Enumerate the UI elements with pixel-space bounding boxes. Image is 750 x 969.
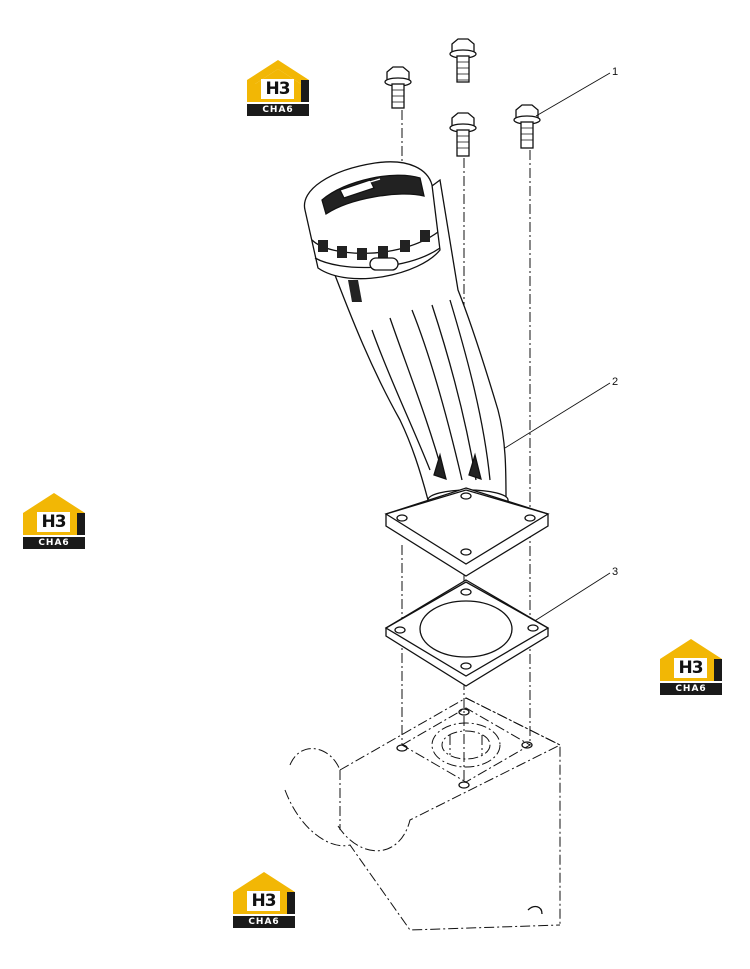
logo-mark: H3: [247, 891, 280, 911]
logo-mark: H3: [674, 658, 707, 678]
logo-mark: H3: [261, 79, 294, 99]
logo-subtext: CHA6: [23, 537, 85, 549]
watermark-logo: H3 CHA6: [23, 493, 85, 553]
leader-lines: [504, 72, 611, 623]
watermark-logo: H3 CHA6: [233, 872, 295, 932]
callout-2: 2: [612, 376, 619, 388]
bolt: [513, 104, 541, 149]
joystick-handle: [303, 161, 509, 542]
logo-subtext: CHA6: [660, 683, 722, 695]
gasket: [384, 579, 550, 687]
bracket-holes: [396, 708, 543, 915]
watermark-logo: H3 CHA6: [660, 639, 722, 699]
callout-1: 1: [612, 66, 619, 78]
bolt: [384, 66, 412, 109]
callout-3: 3: [612, 566, 619, 578]
logo-subtext: CHA6: [247, 104, 309, 116]
bolt: [449, 112, 477, 157]
logo-mark: H3: [37, 512, 70, 532]
mounting-flange: [384, 487, 550, 577]
watermark-logo: H3 CHA6: [247, 60, 309, 120]
bolt: [449, 38, 477, 83]
base-bracket: [284, 697, 561, 931]
logo-subtext: CHA6: [233, 916, 295, 928]
